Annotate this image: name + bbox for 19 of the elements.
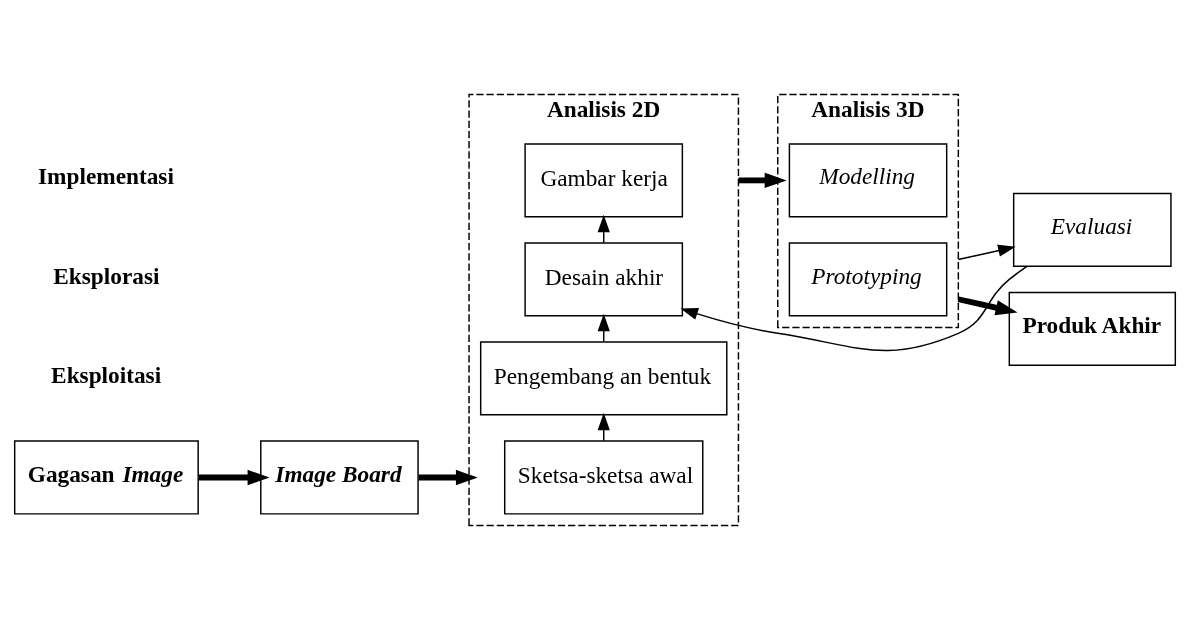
node-box: Pengembang an bentuk [479,340,728,416]
label: Eksplorasi [53,262,160,288]
node-box: Modelling [788,142,948,218]
arrow [957,295,1018,315]
node-box: Gagasan Image [13,439,199,515]
node-box: Desain akhir [524,241,684,317]
node-box: Evaluasi [1012,192,1172,267]
node-box: Produk Akhir [1008,291,1177,366]
label: Eksploitasi [51,361,162,388]
arrow [418,469,478,485]
node-box: Prototyping [788,241,948,317]
node-box: Gambar kerja [524,142,684,218]
arrow [957,244,1016,260]
node-box: Sketsa-sketsa awal [503,439,704,515]
arrow [680,265,1028,351]
label: Implementasi [37,162,174,189]
node-box: Image Board [260,439,419,515]
arrow [738,172,787,188]
arrow [198,469,270,485]
